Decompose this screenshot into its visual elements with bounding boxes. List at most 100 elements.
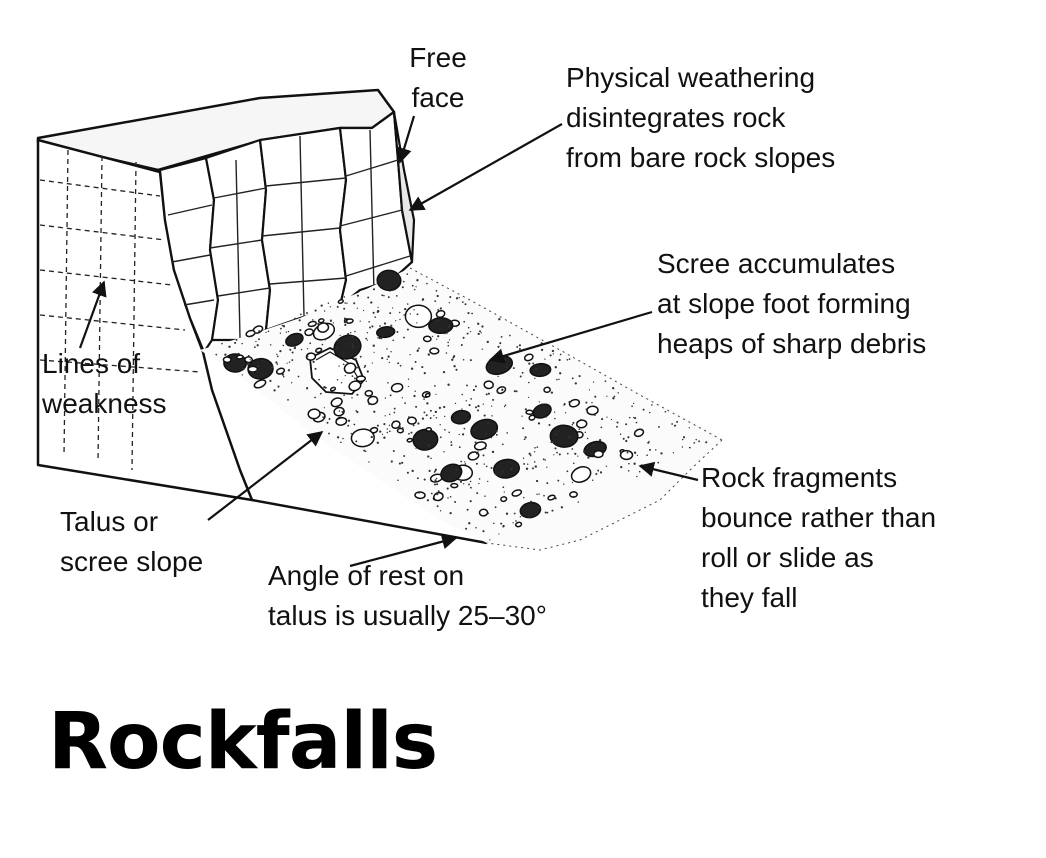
stipple-dot (323, 310, 326, 312)
stipple-dot (376, 424, 379, 427)
stipple-dot (658, 425, 660, 428)
stipple-dot (627, 436, 630, 439)
stipple-dot (291, 359, 294, 362)
stipple-dot (550, 440, 553, 444)
stipple-dot (475, 526, 477, 529)
stipple-dot (235, 338, 238, 341)
stipple-dot (340, 382, 343, 384)
stipple-dot (469, 500, 472, 503)
stipple-dot (401, 427, 404, 429)
stipple-dot (455, 469, 458, 471)
stipple-dot (531, 467, 534, 470)
stipple-dot (512, 367, 515, 370)
stipple-dot (571, 423, 574, 426)
stipple-dot (340, 441, 342, 444)
label-rock-fragments: Rock fragments bounce rather than roll o… (701, 462, 937, 613)
stipple-dot (552, 441, 555, 444)
stipple-dot (449, 495, 452, 498)
stipple-dot (601, 418, 604, 421)
stipple-dot (559, 353, 562, 356)
stipple-dot (429, 417, 432, 420)
stipple-dot (342, 437, 344, 440)
stipple-dot (265, 331, 267, 334)
stipple-dot (341, 410, 344, 413)
stipple-dot (499, 342, 502, 345)
pebble (305, 352, 317, 361)
stipple-dot (491, 450, 495, 454)
stipple-dot (458, 433, 460, 436)
stipple-dot (253, 331, 256, 334)
stipple-dot (606, 395, 608, 397)
stipple-dot (425, 414, 428, 417)
stipple-dot (625, 439, 628, 443)
pebble (422, 335, 432, 343)
stipple-dot (502, 486, 505, 489)
stipple-dot (466, 332, 469, 335)
stipple-dot (387, 355, 390, 358)
stipple-dot (523, 496, 525, 499)
stipple-dot (390, 460, 393, 463)
stipple-dot (501, 443, 504, 446)
stipple-dot (332, 322, 335, 324)
stipple-dot (633, 462, 636, 465)
stipple-dot (470, 398, 472, 400)
stipple-dot (568, 436, 571, 439)
stipple-dot (436, 483, 439, 486)
stipple-dot (346, 333, 350, 336)
stipple-dot (463, 320, 466, 323)
stipple-dot (620, 465, 623, 469)
pebble (406, 416, 417, 425)
stipple-dot (571, 481, 574, 484)
stipple-dot (418, 492, 420, 494)
stipple-dot (472, 388, 475, 392)
stipple-dot (698, 440, 701, 443)
label-free-face: Free face (409, 42, 467, 113)
stipple-dot (388, 424, 391, 426)
stipple-dot (672, 452, 675, 454)
stipple-dot (585, 408, 588, 411)
stipple-dot (532, 362, 535, 365)
stipple-dot (449, 511, 452, 515)
stipple-dot (526, 463, 529, 465)
stipple-dot (421, 417, 425, 420)
stipple-dot (592, 444, 595, 446)
stipple-dot (376, 398, 378, 401)
stipple-dot (326, 421, 329, 424)
page-title: Rockfalls (48, 697, 438, 787)
stipple-dot (577, 455, 579, 457)
stipple-dot (429, 409, 432, 412)
stipple-dot (542, 458, 545, 461)
stipple-dot (336, 305, 339, 308)
stipple-dot (338, 365, 340, 367)
stipple-dot (286, 362, 288, 364)
stipple-dot (392, 420, 395, 422)
column-joints (167, 129, 411, 339)
stipple-dot (688, 446, 691, 449)
stipple-dot (434, 410, 438, 414)
stipple-dot (345, 321, 348, 323)
stipple-dot (363, 449, 366, 452)
pebble (523, 353, 534, 362)
stipple-dot (512, 522, 514, 524)
stipple-dot (465, 527, 468, 530)
pebble (440, 463, 463, 483)
stipple-dot (599, 471, 603, 474)
stipple-dot (468, 404, 471, 407)
stipple-dot (398, 462, 401, 465)
stipple-dot (298, 319, 301, 322)
stipple-dot (434, 479, 437, 482)
stipple-dot (423, 398, 425, 400)
stipple-dot (544, 459, 546, 461)
stipple-dot (291, 351, 294, 354)
scree-stipple (215, 273, 708, 541)
stipple-dot (374, 316, 377, 318)
stipple-dot (616, 421, 619, 424)
label-angle-of-rest: Angle of rest on talus is usually 25–30° (268, 560, 547, 631)
stipple-dot (554, 433, 557, 436)
stipple-dot (481, 348, 483, 350)
stipple-dot (563, 404, 566, 406)
stipple-dot (439, 307, 443, 310)
stipple-dot (336, 436, 340, 439)
stipple-dot (552, 353, 554, 355)
pebble (376, 269, 402, 292)
